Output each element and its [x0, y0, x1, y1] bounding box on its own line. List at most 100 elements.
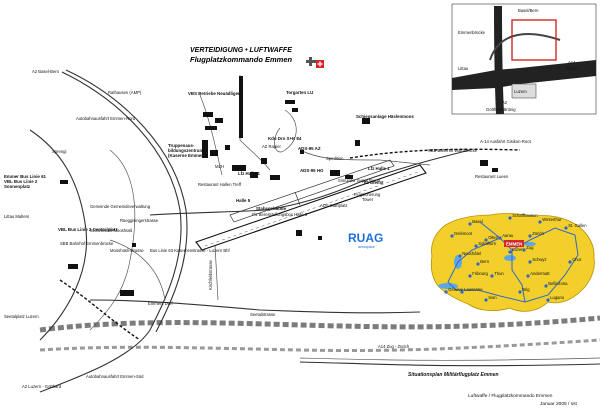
lake-luzern [504, 255, 516, 261]
city-label: Aarau [502, 233, 514, 238]
footer-date: Januar 2005 / sst [540, 401, 577, 407]
city-dot [484, 238, 488, 242]
inset-littau: Littau [458, 66, 469, 71]
city-label: Schwyz [532, 257, 546, 262]
label-kirchfeld: Kirchfeldstrasse [208, 260, 213, 290]
city-label: Bellinzona [548, 281, 568, 286]
label-gemeinde: Gemeinde Gemeindeverwaltung [90, 204, 151, 209]
label-flugsicherung: Flugsicherung [354, 192, 381, 197]
city-dot [546, 298, 550, 302]
label-fz-dienst: Fz Dienst [364, 180, 384, 185]
inset-a14: A14 [568, 60, 576, 65]
city-label: Zürich [532, 231, 544, 236]
city-label: Lausanne [464, 287, 483, 292]
buildings [60, 100, 498, 296]
label-az-rapier: AZ Rapier [262, 144, 281, 149]
label-schuhmarkt: Schuhmarkt Mooshüsli [90, 228, 132, 233]
label-ads-start: ADS Startplatz [320, 203, 347, 208]
city-label: Delémont [454, 231, 473, 236]
city-label: St. Gallen [568, 223, 587, 228]
label-torgarten: Torgarten LU [286, 90, 313, 95]
city-label: Chur [572, 257, 582, 262]
label-bus63: Bus Linie 63 Kasernenstrasse - Luzern Bh… [150, 248, 230, 253]
motorway-a14 [299, 361, 600, 367]
taxiway-link [294, 191, 301, 206]
label-ruegg: Rüeggisingerstrasse [120, 218, 159, 223]
inset-motorway [494, 5, 504, 115]
title-line1: VERTEIDIGUNG • LUFTWAFFE [190, 47, 292, 54]
label-halle1: Lfz Halle 1 [368, 166, 390, 171]
swiss-flag-cross-h [317, 63, 323, 65]
inset-focus-box [511, 19, 557, 61]
city-dot [484, 298, 488, 302]
label-seetalplatz: Seetalplatz Luzern [4, 314, 39, 319]
city-dot [476, 262, 480, 266]
label-a14-ausfahrt: A-14 Ausfahrt Gisikon-Root [480, 139, 532, 144]
city-dot [490, 274, 494, 278]
city-dot [544, 284, 548, 288]
city-label: Genève [448, 287, 463, 292]
seetal-road [89, 299, 421, 314]
ruag-sub: aerospace [358, 245, 375, 249]
tower-marker [239, 76, 243, 138]
label-sprengi: Sprengi [52, 149, 67, 154]
label-simulator: Simulator Super Puma [338, 178, 381, 183]
label-restaurant-ost: Restaurant Lueen [475, 174, 509, 179]
railway [349, 148, 521, 159]
city-dot [568, 260, 572, 264]
inset-a14-link [489, 33, 561, 61]
label-sbb-halt: SBB Bahnhof Waldibrücke [428, 148, 478, 153]
city-dot [468, 222, 472, 226]
road-east [299, 149, 431, 166]
motorway-a2 [39, 71, 182, 393]
label-spedition: Spedition [326, 156, 344, 161]
river [39, 315, 600, 333]
railway-2 [59, 279, 141, 341]
city-label: Brig [522, 287, 530, 292]
label-vbl-bus2: VBL Bus Linie 2 Centralplatz [58, 227, 118, 232]
label-a2-luzern: A2 Luzern - Gotthard [22, 384, 62, 389]
motorway-a2-b [65, 69, 188, 333]
footer-org: Luftwaffe / Flugplatzkommando Emmen [468, 393, 553, 399]
city-dot [474, 244, 478, 248]
city-dot [498, 236, 502, 240]
label-restaurant-halle: Restaurant Hallen Treff [198, 182, 242, 187]
label-seetalstrasse: Seetalstrasse [250, 312, 276, 317]
inset-a2: A2 [502, 100, 508, 105]
inset-zuerich: Zürich [566, 66, 578, 71]
city-dot [444, 290, 448, 294]
label-tower: Tower [362, 197, 374, 202]
inset-gotthard: Gotthard/Brünig [486, 107, 516, 112]
inset-emmenbruecke: Emmenbrücke [458, 30, 486, 35]
label-vbs: VBS Betriebe Neuädligen [188, 91, 241, 96]
city-dot [518, 290, 522, 294]
city-label: Zug [526, 245, 534, 250]
city-label: Lugano [550, 295, 565, 300]
label-a2-basel: A2 Basel-Bern [32, 69, 60, 74]
label-schiessanlage: Schiessanlage Häslenmoos [356, 114, 414, 119]
label-rathausen: Rathausen (AMP) [108, 90, 142, 95]
ring-road-left-b [89, 149, 136, 331]
cross-icon-v [309, 57, 312, 66]
label-a14-zug: A14 Zug - Zürich [378, 344, 410, 349]
label-emmen-dorf: Emmen, Dorf [148, 301, 174, 306]
city-label: Olten [488, 235, 499, 240]
swiss-routes-2 [511, 250, 526, 303]
city-dot [458, 254, 462, 258]
inset-river [452, 60, 596, 90]
city-label: Neuchâtel [462, 251, 481, 256]
label-ads95ho: ADS-95 HO [300, 168, 324, 173]
road-loop [274, 109, 297, 153]
label-mooshuesli: Mooshüsli-strasse [110, 248, 144, 253]
ruag-logo: RUAG [348, 231, 383, 245]
motorway-a14-b [299, 357, 600, 361]
city-dot [450, 234, 454, 238]
emmen-highlight [504, 240, 524, 247]
inset-luzern: Luzern [514, 89, 527, 94]
runway-centerline [204, 171, 419, 247]
label-autobahn-nord: Autobahnausfahrt Emmen-Nord [76, 116, 136, 121]
road-north-b [199, 94, 223, 176]
